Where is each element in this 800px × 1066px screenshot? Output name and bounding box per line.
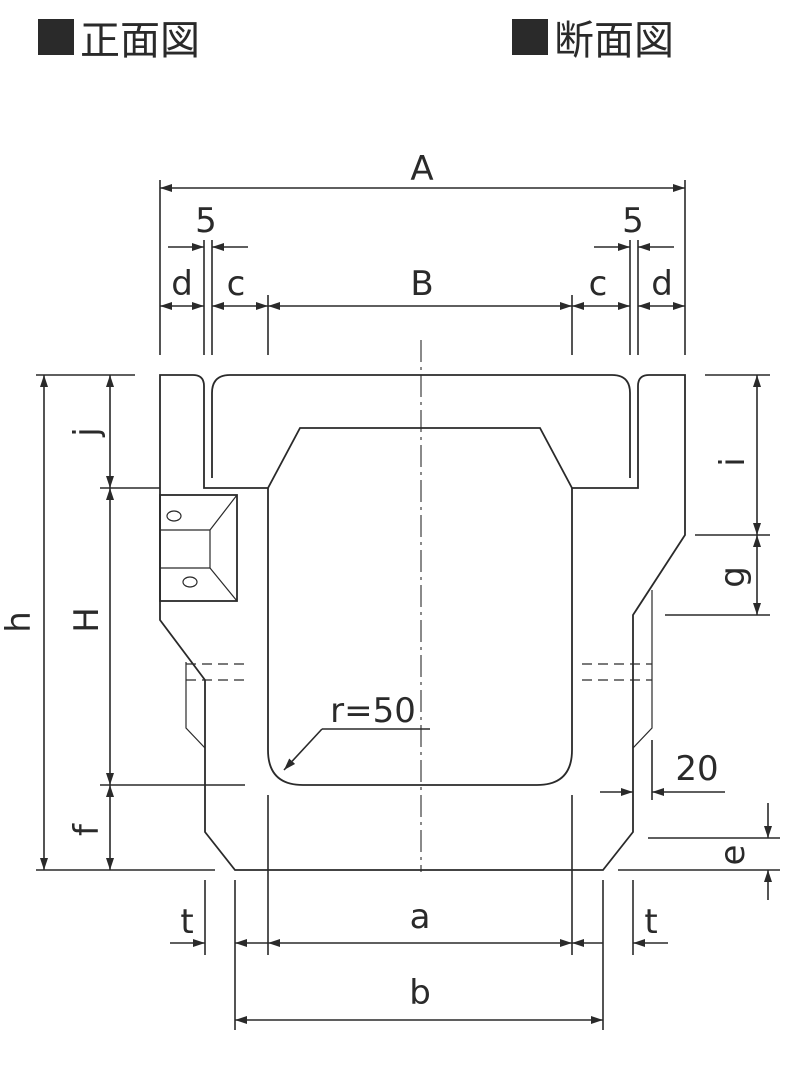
label-5-right: 5 [622, 201, 644, 241]
label-20: 20 [675, 749, 718, 789]
label-c-right: c [589, 264, 608, 304]
label-5-left: 5 [195, 201, 217, 241]
channel-cavity [267, 488, 573, 786]
label-B: B [410, 264, 433, 304]
label-H: H [67, 607, 107, 633]
label-g: g [713, 566, 753, 588]
dimension-h: h [0, 375, 48, 870]
label-c-left: c [227, 264, 246, 304]
label-j: j [67, 427, 107, 437]
label-r50: r=50 [330, 691, 416, 731]
outer-body-outline [159, 374, 686, 871]
front-view-title: 正面図 [80, 18, 200, 64]
dimension-b: b [235, 973, 603, 1024]
label-f: f [67, 823, 107, 836]
label-b: b [409, 973, 431, 1013]
dimension-t-right: t [572, 902, 668, 947]
label-d-left: d [171, 264, 193, 304]
hidden-lines [186, 663, 652, 681]
dimension-H: H [67, 488, 114, 785]
section-view-title: 断面図 [554, 18, 674, 64]
label-e: e [713, 845, 753, 866]
dimension-t-left: t [170, 902, 268, 947]
right-flange [632, 590, 653, 749]
black-square-icon [38, 19, 74, 55]
front-view-heading: 正面図 [38, 8, 200, 66]
dimension-f: f [67, 785, 114, 870]
label-t-left: t [180, 902, 193, 942]
dimension-g: g [713, 535, 761, 615]
dimension-a: a [268, 897, 572, 947]
label-A: A [410, 149, 433, 189]
label-a: a [410, 897, 431, 937]
label-h: h [0, 611, 39, 633]
black-square-icon [512, 19, 548, 55]
label-i: i [713, 457, 753, 466]
left-bracket [159, 494, 238, 602]
dimension-5-left: 5 [168, 201, 248, 251]
dimension-row-dcBcd: d c B c d [160, 264, 685, 310]
dimension-A: A [159, 149, 686, 355]
label-t-right: t [644, 902, 657, 942]
radius-callout: r=50 [283, 691, 430, 771]
dimension-20: 20 [600, 740, 725, 800]
section-view-heading: 断面図 [512, 8, 674, 66]
dimension-e: e [618, 803, 780, 900]
dimension-j: j [67, 375, 114, 488]
dimension-i: i [713, 375, 761, 535]
label-d-right: d [651, 264, 673, 304]
dimension-5-right: 5 [594, 201, 674, 251]
left-flange [185, 662, 206, 749]
